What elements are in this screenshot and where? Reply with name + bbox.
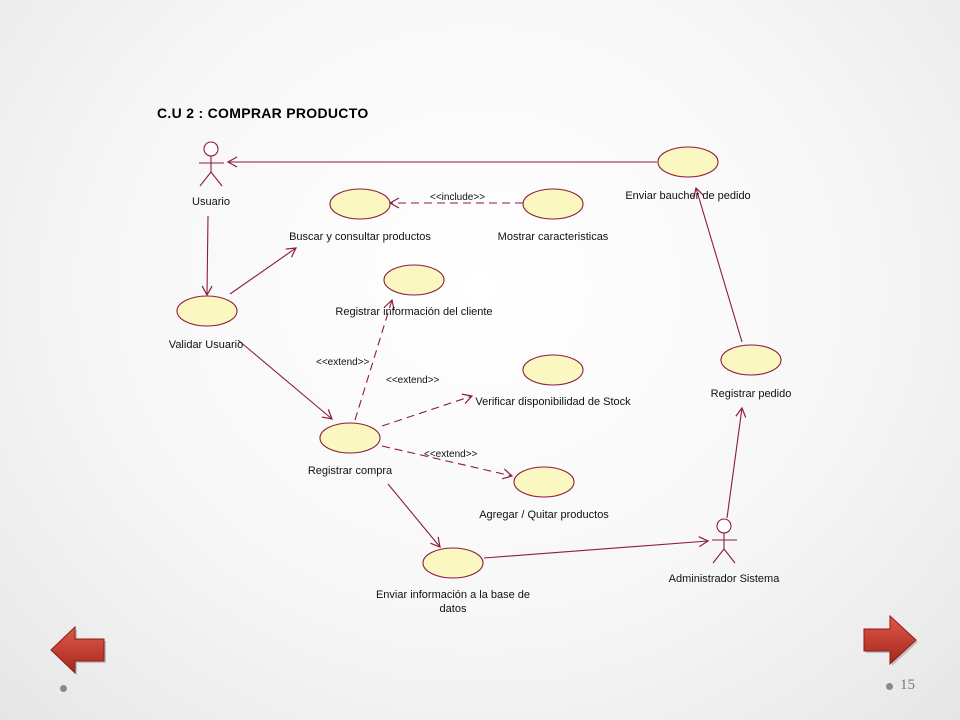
use-case-validar-label: Validar Usuario	[169, 339, 243, 351]
connections	[201, 156, 747, 559]
prev-slide-button[interactable]	[48, 624, 108, 676]
use-case-enviar-baucher[interactable]: Enviar baucher de pedido	[625, 146, 751, 202]
use-case-enviar-baucher-label: Enviar baucher de pedido	[625, 190, 750, 202]
use-case-registrar-pedido[interactable]: Registrar pedido	[711, 344, 792, 400]
line-registrarpedido-to-baucher	[693, 186, 743, 343]
use-case-registrar-compra-label: Registrar compra	[308, 465, 393, 477]
arrow-right-icon	[863, 614, 918, 666]
use-case-enviar-info-label-2: datos	[440, 603, 467, 615]
use-case-mostrar[interactable]: Mostrar caracteristicas	[498, 188, 609, 243]
line-admin-to-registrarpedido	[726, 406, 747, 519]
arrow-left-icon	[50, 625, 106, 675]
use-case-validar[interactable]: Validar Usuario	[169, 295, 243, 351]
use-case-registrar-compra[interactable]: Registrar compra	[308, 422, 393, 477]
actor-usuario[interactable]	[199, 141, 224, 187]
line-enviarinfo-to-admin	[483, 536, 710, 559]
stereotype-include: <<include>>	[430, 192, 485, 203]
actor-admin-label: Administrador Sistema	[669, 573, 781, 585]
line-compra-extend-agregar	[381, 445, 514, 480]
use-case-verificar-label: Verificar disponibilidad de Stock	[475, 396, 631, 408]
page-number: 15	[900, 677, 915, 693]
use-case-buscar-label: Buscar y consultar productos	[289, 231, 431, 243]
use-case-registrar-pedido-label: Registrar pedido	[711, 388, 792, 400]
use-case-registrar-info-label: Registrar información del cliente	[335, 306, 492, 318]
actor-usuario-head	[203, 141, 219, 157]
line-validar-to-buscar	[229, 247, 298, 295]
use-case-agregar-label: Agregar / Quitar productos	[479, 509, 609, 521]
stereotype-extend-verificar: <<extend>>	[386, 375, 440, 386]
actor-admin-head	[716, 518, 732, 534]
footer-dot-left	[60, 685, 67, 692]
stereotype-extend-agregar: <<extend>>	[424, 449, 478, 460]
line-validar-to-compra	[237, 339, 333, 420]
actor-administrador[interactable]	[712, 518, 737, 564]
next-slide-button[interactable]	[860, 612, 920, 668]
use-case-registrar-info[interactable]: Registrar información del cliente	[335, 264, 493, 318]
line-usuario-to-validar	[201, 215, 213, 297]
use-case-verificar[interactable]: Verificar disponibilidad de Stock	[475, 354, 631, 408]
use-case-mostrar-label: Mostrar caracteristicas	[498, 231, 609, 243]
footer-dot-right	[886, 683, 893, 690]
use-case-enviar-info[interactable]: Enviar información a la base de datos	[376, 547, 530, 615]
stereotype-extend-registrar-info: <<extend>>	[316, 357, 370, 368]
line-compra-extend-verificar	[381, 393, 474, 427]
use-case-enviar-info-label-1: Enviar información a la base de	[376, 589, 530, 601]
use-case-buscar[interactable]: Buscar y consultar productos	[289, 188, 431, 243]
actor-usuario-label: Usuario	[192, 196, 230, 208]
use-case-agregar[interactable]: Agregar / Quitar productos	[479, 466, 609, 521]
line-compra-to-enviarinfo	[387, 483, 441, 548]
diagram-title: C.U 2 : COMPRAR PRODUCTO	[157, 105, 369, 121]
line-compra-extend-registrarinfo	[354, 298, 395, 421]
